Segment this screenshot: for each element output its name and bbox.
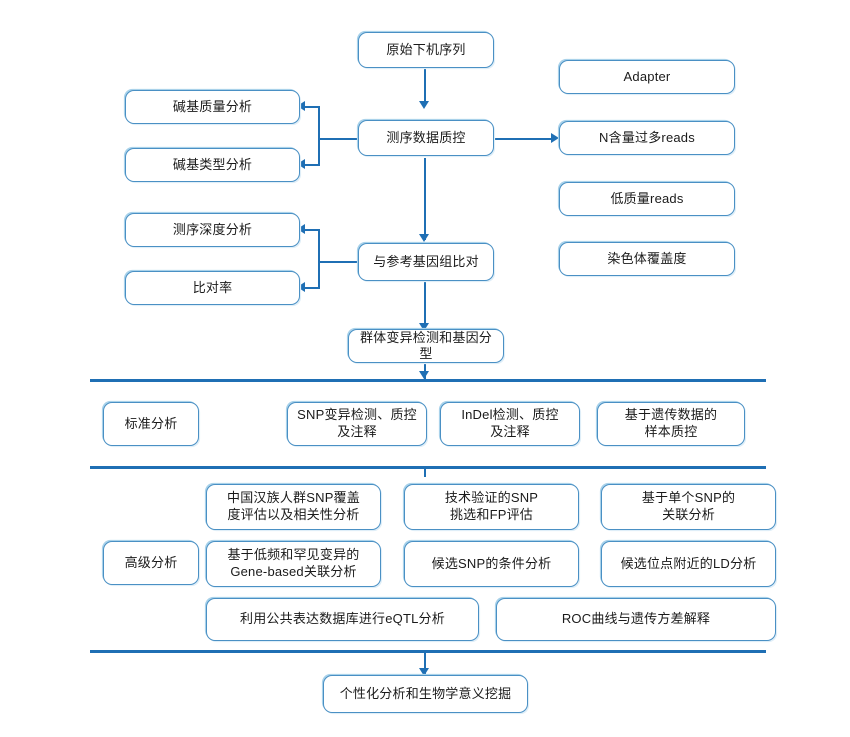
arrowhead-n-reads	[551, 133, 559, 143]
node-advanced-analysis-label[interactable]: 高级分析	[103, 541, 199, 585]
arrowhead-base-quality	[297, 101, 305, 111]
connector-qc-left-stub	[318, 138, 364, 141]
node-indel-detection-qc-annotation[interactable]: InDel检测、质控 及注释	[440, 402, 580, 446]
node-standard-analysis-label-text: 标准分析	[124, 415, 178, 431]
arrowhead-align-rate	[297, 282, 305, 292]
connector-qc-to-base-quality	[300, 106, 320, 109]
node-public-expression-eqtl-label: 利用公共表达数据库进行eQTL分析	[240, 611, 445, 627]
connector-qc-to-n-reads	[494, 138, 554, 141]
node-base-quality-analysis-label: 碱基质量分析	[172, 98, 253, 114]
node-han-chinese-snp-coverage-label: 中国汉族人群SNP覆盖 度评估以及相关性分析	[227, 490, 360, 522]
node-single-snp-association-label: 基于单个SNP的 关联分析	[641, 490, 736, 522]
node-adapter[interactable]: Adapter	[559, 60, 735, 94]
node-sequencing-qc-label: 测序数据质控	[386, 129, 466, 145]
node-han-chinese-snp-coverage[interactable]: 中国汉族人群SNP覆盖 度评估以及相关性分析	[206, 484, 381, 530]
node-align-to-reference[interactable]: 与参考基因组比对	[358, 243, 494, 281]
section-divider-top	[90, 379, 766, 382]
connector-align-to-variant	[424, 281, 427, 329]
node-genetic-data-sample-qc[interactable]: 基于遗传数据的 样本质控	[597, 402, 745, 446]
node-single-snp-association[interactable]: 基于单个SNP的 关联分析	[601, 484, 776, 530]
node-roc-genetic-variance-label: ROC曲线与遗传方差解释	[561, 611, 711, 627]
arrowhead-base-type	[297, 159, 305, 169]
node-base-quality-analysis[interactable]: 碱基质量分析	[125, 90, 300, 124]
node-personalized-analysis-label: 个性化分析和生物学意义挖掘	[339, 685, 512, 701]
node-base-type-analysis-label: 碱基类型分析	[172, 156, 253, 172]
connector-qc-to-base-type	[300, 164, 320, 167]
node-raw-reads[interactable]: 原始下机序列	[358, 32, 494, 68]
node-sequencing-qc[interactable]: 测序数据质控	[358, 120, 494, 156]
arrowhead-raw-to-qc	[419, 101, 429, 109]
node-candidate-locus-ld-label: 候选位点附近的LD分析	[620, 555, 757, 571]
node-base-type-analysis[interactable]: 碱基类型分析	[125, 148, 300, 182]
node-sequencing-depth-analysis[interactable]: 测序深度分析	[125, 213, 300, 247]
node-alignment-rate[interactable]: 比对率	[125, 271, 300, 305]
node-alignment-rate-label: 比对率	[192, 279, 233, 295]
node-adapter-label: Adapter	[623, 68, 671, 84]
arrowhead-align-to-variant	[419, 323, 429, 331]
connector-raw-to-qc	[424, 68, 427, 106]
node-tech-validated-snp-fp[interactable]: 技术验证的SNP 挑选和FP评估	[404, 484, 579, 530]
node-snp-detection-qc-annotation-label: SNP变异检测、质控 及注释	[297, 407, 417, 439]
node-chromosome-coverage-label: 染色体覆盖度	[607, 250, 687, 266]
section-divider-bottom	[90, 650, 766, 653]
node-gene-based-association-label: 基于低频和罕见变异的 Gene-based关联分析	[227, 547, 360, 579]
node-low-quality-reads-label: 低质量reads	[610, 190, 684, 206]
node-standard-analysis-label[interactable]: 标准分析	[103, 402, 199, 446]
node-n-content-reads-label: N含量过多reads	[599, 129, 695, 145]
node-candidate-locus-ld[interactable]: 候选位点附近的LD分析	[601, 541, 776, 587]
node-low-quality-reads[interactable]: 低质量reads	[559, 182, 735, 216]
connector-align-to-depth	[300, 229, 320, 232]
connector-align-left-stub	[318, 261, 364, 264]
section-divider-middle	[90, 466, 766, 469]
connector-standard-to-advanced	[424, 467, 427, 477]
arrowhead-qc-to-align	[419, 234, 429, 242]
connector-qc-left-trunk	[318, 106, 321, 166]
node-tech-validated-snp-fp-label: 技术验证的SNP 挑选和FP评估	[444, 490, 539, 522]
node-public-expression-eqtl[interactable]: 利用公共表达数据库进行eQTL分析	[206, 598, 479, 641]
connector-qc-to-align	[424, 158, 427, 240]
node-personalized-analysis[interactable]: 个性化分析和生物学意义挖掘	[323, 675, 528, 713]
arrowhead-depth	[297, 224, 305, 234]
node-variant-calling-genotyping[interactable]: 群体变异检测和基因分型	[348, 329, 504, 363]
node-chromosome-coverage[interactable]: 染色体覆盖度	[559, 242, 735, 276]
node-genetic-data-sample-qc-label: 基于遗传数据的 样本质控	[624, 407, 718, 439]
node-gene-based-association[interactable]: 基于低频和罕见变异的 Gene-based关联分析	[206, 541, 381, 587]
node-candidate-snp-conditional-label: 候选SNP的条件分析	[431, 555, 552, 571]
connector-align-to-rate	[300, 287, 320, 290]
arrowhead-advanced-to-final	[419, 668, 429, 676]
connector-advanced-to-final	[424, 651, 427, 675]
node-sequencing-depth-analysis-label: 测序深度分析	[172, 221, 253, 237]
node-indel-detection-qc-annotation-label: InDel检测、质控 及注释	[461, 407, 559, 439]
node-advanced-analysis-label-text: 高级分析	[124, 554, 178, 570]
node-raw-reads-label: 原始下机序列	[386, 41, 466, 57]
node-align-to-reference-label: 与参考基因组比对	[373, 253, 479, 269]
arrowhead-variant-to-standard	[419, 371, 429, 379]
connector-align-left-trunk	[318, 229, 321, 289]
node-variant-calling-genotyping-label: 群体变异检测和基因分型	[359, 329, 492, 361]
node-candidate-snp-conditional[interactable]: 候选SNP的条件分析	[404, 541, 579, 587]
node-n-content-reads[interactable]: N含量过多reads	[559, 121, 735, 155]
node-roc-genetic-variance[interactable]: ROC曲线与遗传方差解释	[496, 598, 776, 641]
node-snp-detection-qc-annotation[interactable]: SNP变异检测、质控 及注释	[287, 402, 427, 446]
